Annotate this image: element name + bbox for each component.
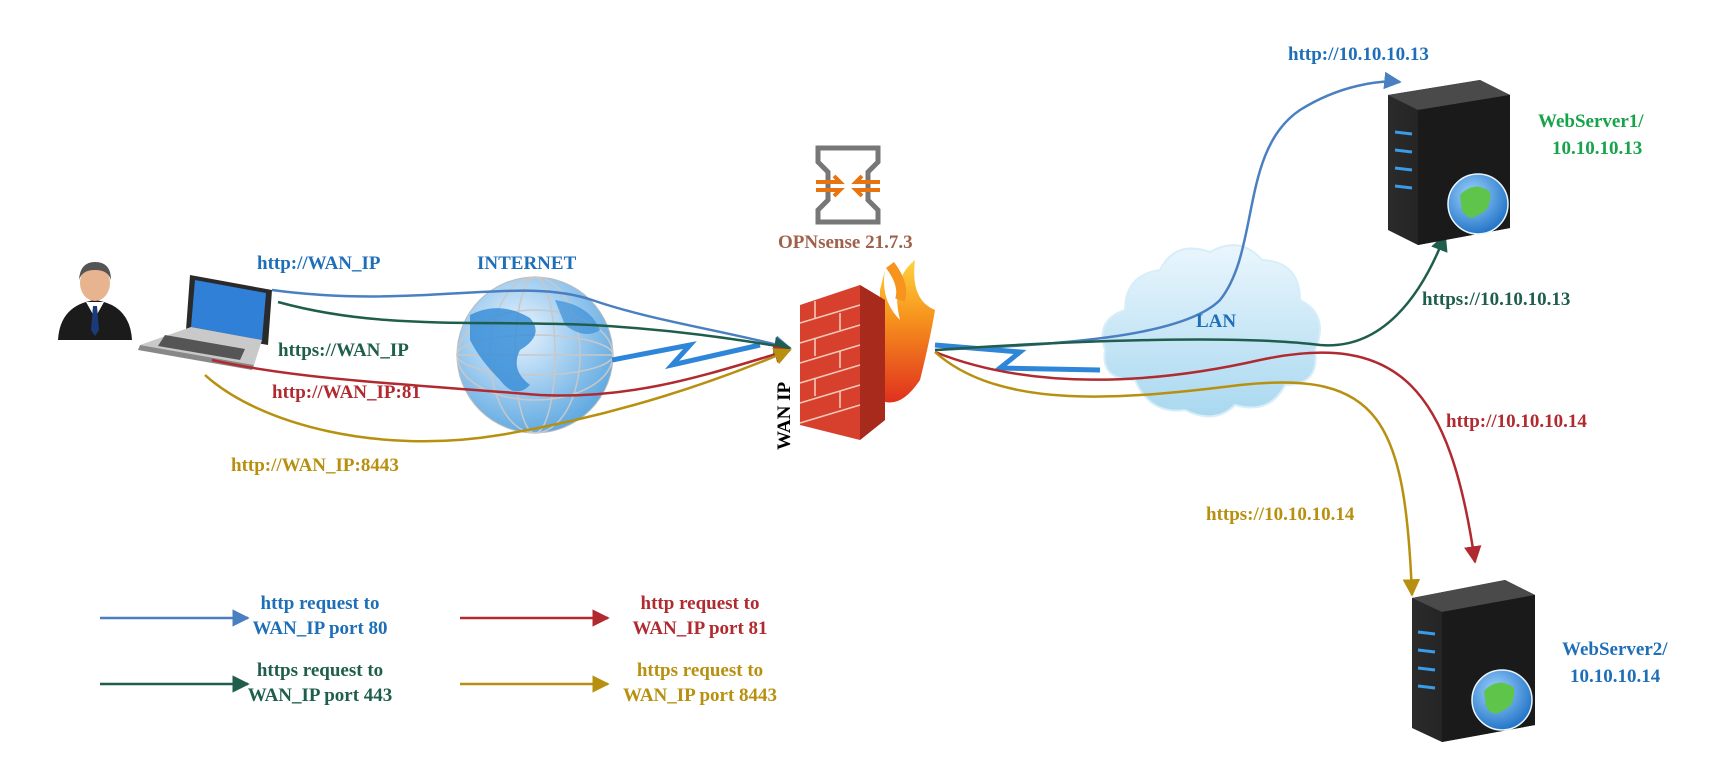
legend-text-https8443-1: https request to — [637, 660, 763, 681]
legend-text-http80-2: WAN_IP port 80 — [252, 618, 387, 639]
lan-label: LAN — [1196, 311, 1236, 332]
laptop-icon — [138, 275, 272, 370]
label-https-wan: https://WAN_IP — [278, 340, 409, 361]
user-icon — [58, 262, 132, 340]
arrow-http-server2 — [934, 350, 1482, 564]
legend: http request to WAN_IP port 80 http requ… — [100, 593, 777, 706]
server2-name: WebServer2/ — [1562, 639, 1668, 660]
server2-ip: 10.10.10.14 — [1570, 666, 1661, 687]
arrow-https-server1 — [934, 233, 1448, 352]
legend-text-http81-2: WAN_IP port 81 — [632, 618, 767, 639]
arrow-https-server2 — [934, 351, 1421, 597]
label-http-server1: http://10.10.10.13 — [1288, 44, 1429, 65]
server1-icon — [1388, 80, 1510, 245]
legend-text-http81-1: http request to — [641, 593, 760, 614]
firewall-label: OPNsense 21.7.3 — [778, 232, 913, 253]
arrow-http-client — [271, 288, 792, 353]
server2-icon — [1412, 580, 1535, 742]
label-http-wan: http://WAN_IP — [257, 253, 381, 274]
label-http-server2: http://10.10.10.14 — [1446, 411, 1587, 432]
server1-name: WebServer1/ — [1538, 111, 1644, 132]
cloud-icon — [1101, 244, 1321, 418]
label-http8443-wan: http://WAN_IP:8443 — [231, 455, 399, 476]
arrow-https8443-client — [204, 348, 792, 443]
wan-link-icon — [611, 341, 761, 370]
label-https-server1: https://10.10.10.13 — [1422, 289, 1570, 310]
label-http81-wan: http://WAN_IP:81 — [272, 382, 421, 403]
legend-text-http80-1: http request to — [261, 593, 380, 614]
firewall-icon — [799, 260, 935, 440]
arrow-http81-client — [211, 345, 792, 397]
internet-label: INTERNET — [477, 253, 577, 274]
opnsense-logo-icon — [815, 145, 881, 225]
legend-text-https443-1: https request to — [257, 660, 383, 681]
server1-ip: 10.10.10.13 — [1552, 138, 1642, 159]
globe-icon — [456, 276, 614, 434]
label-https-server2: https://10.10.10.14 — [1206, 504, 1355, 525]
wan-ip-label: WAN IP — [774, 382, 795, 450]
legend-text-https8443-2: WAN_IP port 8443 — [623, 685, 777, 706]
legend-text-https443-2: WAN_IP port 443 — [248, 685, 393, 706]
arrow-https-client — [277, 300, 792, 355]
